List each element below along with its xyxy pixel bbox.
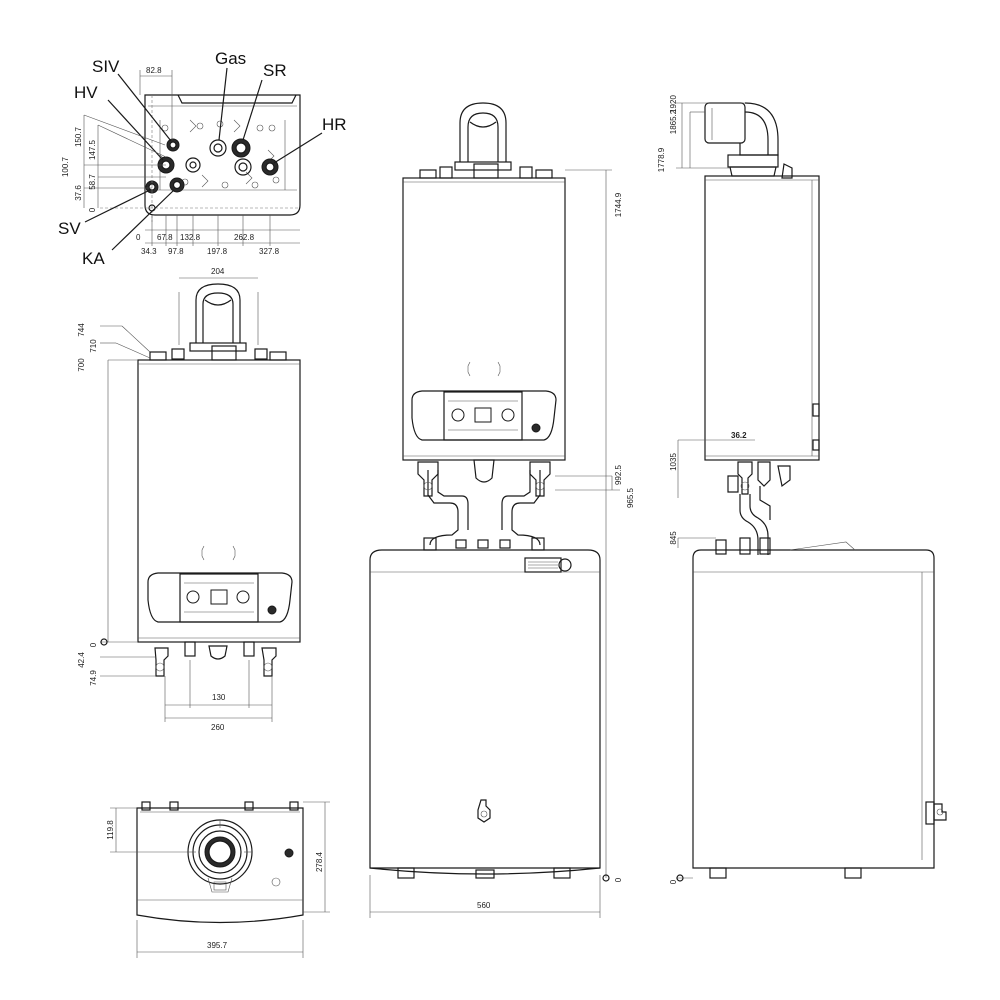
- dim-1778-9: 1778.9: [657, 147, 666, 172]
- dim-1744-9: 1744.9: [614, 192, 623, 217]
- dim-395-7: 395.7: [207, 941, 228, 950]
- dim-0-vertical: 0: [88, 207, 97, 212]
- dim-1920: 1920: [669, 95, 678, 113]
- dim-1035: 1035: [669, 453, 678, 471]
- dim-744: 744: [77, 323, 86, 337]
- connection-center-left: [185, 157, 201, 173]
- dim-260: 260: [211, 723, 225, 732]
- callout-gas: Gas: [215, 49, 246, 68]
- dim-82-8: 82.8: [146, 66, 162, 75]
- dim-74-9: 74.9: [89, 670, 98, 686]
- dim-36-2: 36.2: [731, 431, 747, 440]
- dim-278-4: 278.4: [315, 851, 324, 872]
- dim-965-5: 965.5: [626, 487, 635, 508]
- dim-710: 710: [89, 339, 98, 353]
- dim-845: 845: [669, 531, 678, 545]
- dim-0-horizontal: 0: [136, 233, 141, 242]
- dim-700: 700: [77, 358, 86, 372]
- dim-119-8: 119.8: [106, 820, 115, 840]
- dim-58-7: 58.7: [88, 174, 97, 190]
- connection-ka: [169, 177, 185, 193]
- dim-560: 560: [477, 901, 491, 910]
- dim-147-5: 147.5: [88, 139, 97, 160]
- callout-sv: SV: [58, 219, 81, 238]
- dim-0: 0: [614, 877, 623, 882]
- dim-1865-2: 1865.2: [669, 109, 678, 134]
- connection-sr: [231, 138, 251, 158]
- boiler-top-view: 119.8 278.4 395.7: [106, 801, 330, 958]
- dim-34-3: 34.3: [141, 247, 157, 256]
- callout-hr: HR: [322, 115, 347, 134]
- connection-siv: [166, 138, 180, 152]
- dim-0: 0: [89, 642, 98, 647]
- combo-front-view: 1744.9 992.5 965.5 0 560: [369, 102, 635, 918]
- callout-hv: HV: [74, 83, 98, 102]
- bottom-connection-view: SIV HV Gas SR HR SV KA 82.8 150.7 147.5 …: [58, 49, 347, 268]
- callout-sr: SR: [263, 61, 287, 80]
- connection-center: [234, 158, 252, 176]
- dim-204: 204: [211, 267, 225, 276]
- callout-siv: SIV: [92, 57, 120, 76]
- boiler-front-view: 204 744 710 700 0 42.4 74.9 130 260: [77, 267, 301, 732]
- connection-gas: [209, 139, 227, 157]
- callout-ka: KA: [82, 249, 105, 268]
- dim-42-4: 42.4: [77, 652, 86, 668]
- dim-130: 130: [212, 693, 226, 702]
- dim-67-8: 67.8: [157, 233, 173, 242]
- dim-37-6: 37.6: [74, 185, 83, 201]
- dim-0: 0: [669, 879, 678, 884]
- dim-132-8: 132.8: [180, 233, 201, 242]
- dim-97-8: 97.8: [168, 247, 184, 256]
- dim-150-7: 150.7: [74, 126, 83, 147]
- dim-992-5: 992.5: [614, 464, 623, 485]
- dim-100-7: 100.7: [61, 156, 70, 177]
- dim-197-8: 197.8: [207, 247, 228, 256]
- combo-side-view: 1920 1865.2 1778.9 36.2 1035 845 0: [657, 95, 947, 884]
- dim-327-8: 327.8: [259, 247, 280, 256]
- dim-262-8: 262.8: [234, 233, 255, 242]
